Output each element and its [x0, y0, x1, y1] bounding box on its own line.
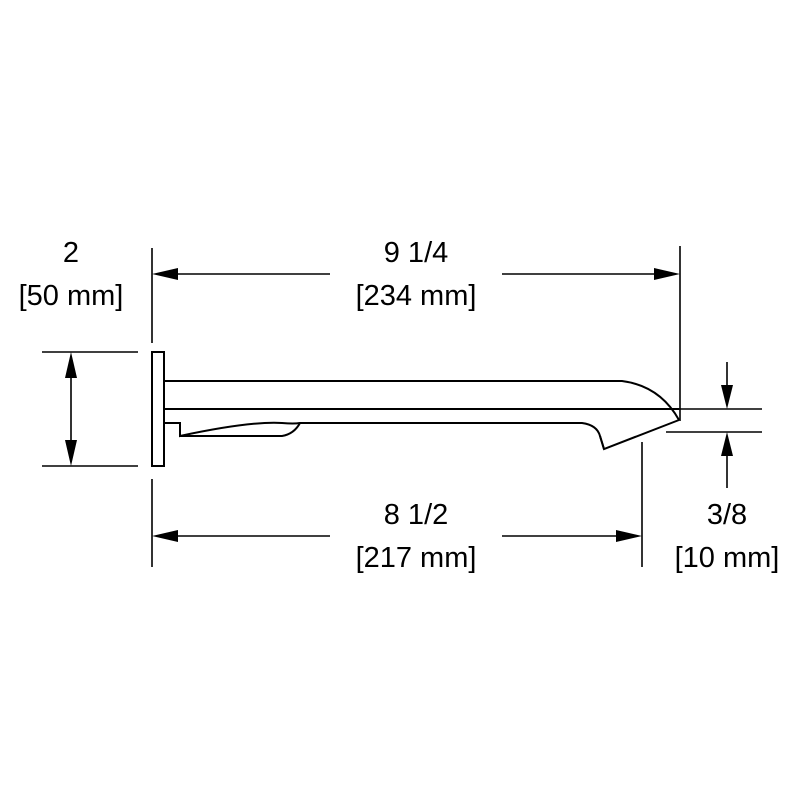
- wall-flange: [151, 351, 165, 467]
- flange-height-imperial: 2: [63, 237, 79, 269]
- arrowhead-right: [654, 268, 680, 280]
- spout-upper-body: [164, 380, 680, 421]
- outlet-height-dimension: 3/8 [10 mm]: [675, 362, 780, 574]
- outlet-height-imperial: 3/8: [707, 499, 747, 531]
- reach-length-imperial: 8 1/2: [384, 499, 449, 531]
- flange-height-metric: [50 mm]: [19, 280, 124, 312]
- arrowhead-left: [152, 268, 178, 280]
- reach-length-dimension: 8 1/2 [217 mm]: [152, 499, 642, 574]
- outlet-height-metric: [10 mm]: [675, 542, 780, 574]
- overall-length-metric: [234 mm]: [356, 280, 477, 312]
- tub-spout: [151, 351, 680, 467]
- spout-underside-curve: [180, 422, 301, 437]
- spout-outlet-tip: [599, 435, 605, 450]
- reach-length-metric: [217 mm]: [356, 542, 477, 574]
- arrowhead-down: [65, 440, 77, 466]
- overall-length-imperial: 9 1/4: [384, 237, 449, 269]
- arrowhead-up: [721, 432, 733, 456]
- overall-length-dimension: 9 1/4 [234 mm]: [152, 237, 680, 312]
- flange-height-dimension: 2 [50 mm]: [19, 237, 124, 466]
- arrowhead-down: [721, 385, 733, 409]
- extension-lines: [42, 246, 762, 567]
- spout-lower-body: [164, 419, 680, 451]
- arrowhead-left: [152, 530, 178, 542]
- arrowhead-right: [616, 530, 642, 542]
- arrowhead-up: [65, 352, 77, 378]
